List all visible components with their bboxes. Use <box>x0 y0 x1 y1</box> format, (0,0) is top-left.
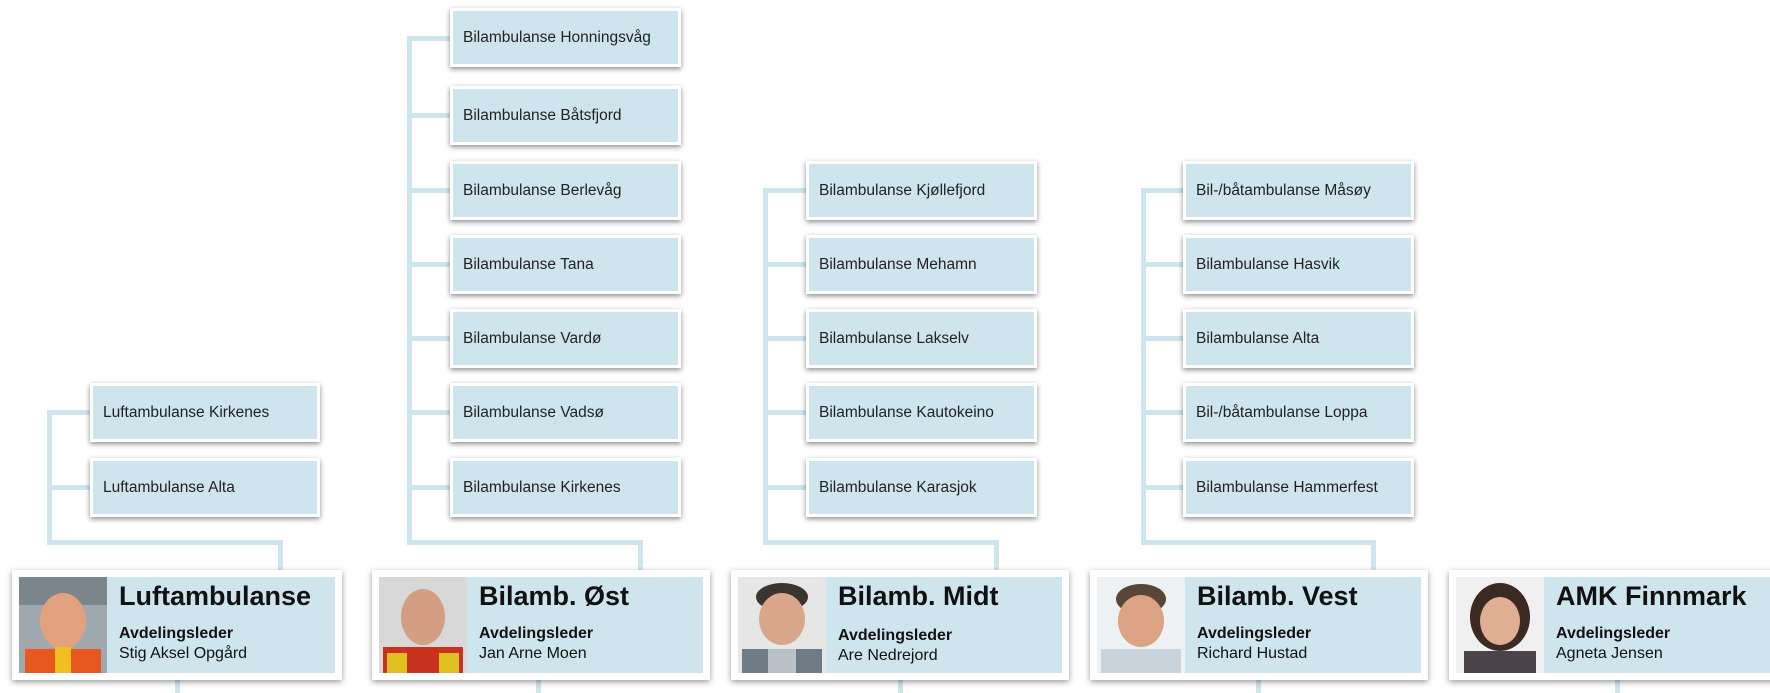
department-box-luftambulanse[interactable]: Luftambulanse Avdelingsleder Stig Aksel … <box>12 570 342 680</box>
unit-box[interactable]: Bilambulanse Alta <box>1183 309 1414 368</box>
unit-box[interactable]: Luftambulanse Alta <box>90 458 320 517</box>
unit-label: Bilambulanse Berlevåg <box>463 181 622 199</box>
leader-photo <box>1097 577 1185 673</box>
unit-box[interactable]: Bilambulanse Kirkenes <box>450 458 681 517</box>
unit-label: Luftambulanse Kirkenes <box>103 403 270 421</box>
department-title: Luftambulanse <box>119 581 312 611</box>
leader-name: Richard Hustad <box>1197 645 1308 662</box>
leader-name: Jan Arne Moen <box>479 645 587 662</box>
unit-box[interactable]: Bilambulanse Vardø <box>450 309 681 368</box>
leader-role: Avdelingsleder <box>1556 625 1671 642</box>
unit-box[interactable]: Bilambulanse Kautokeino <box>806 383 1037 442</box>
unit-label: Bil-/båtambulanse Loppa <box>1196 403 1368 421</box>
unit-label: Bilambulanse Kjøllefjord <box>819 181 986 199</box>
unit-label: Bilambulanse Hasvik <box>1196 255 1340 273</box>
unit-label: Bilambulanse Mehamn <box>819 255 977 273</box>
leader-role: Avdelingsleder <box>479 625 594 642</box>
leader-photo <box>19 577 107 673</box>
unit-label: Bilambulanse Alta <box>1196 329 1320 347</box>
leader-name: Agneta Jensen <box>1556 645 1663 662</box>
unit-box[interactable]: Bilambulanse Honningsvåg <box>450 8 681 67</box>
department-title: Bilamb. Vest <box>1197 581 1358 611</box>
unit-label: Bilambulanse Kautokeino <box>819 403 994 421</box>
unit-box[interactable]: Bilambulanse Hasvik <box>1183 235 1414 294</box>
leader-name: Are Nedrejord <box>838 647 938 664</box>
unit-label: Bilambulanse Honningsvåg <box>463 28 651 46</box>
department-title: Bilamb. Midt <box>838 581 999 611</box>
department-box-midt[interactable]: Bilamb. Midt Avdelingsleder Are Nedrejor… <box>731 570 1069 680</box>
unit-box[interactable]: Bilambulanse Tana <box>450 235 681 294</box>
unit-box[interactable]: Bilambulanse Båtsfjord <box>450 86 681 145</box>
unit-box[interactable]: Bil-/båtambulanse Måsøy <box>1183 161 1414 220</box>
leader-role: Avdelingsleder <box>1197 625 1312 642</box>
unit-box[interactable]: Bilambulanse Kjøllefjord <box>806 161 1037 220</box>
unit-box[interactable]: Luftambulanse Kirkenes <box>90 383 320 442</box>
unit-label: Bilambulanse Lakselv <box>819 329 969 347</box>
department-box-amk[interactable]: AMK Finnmark Avdelingsleder Agneta Jense… <box>1449 570 1770 680</box>
unit-label: Bilambulanse Karasjok <box>819 478 977 496</box>
unit-label: Bilambulanse Tana <box>463 255 594 273</box>
unit-label: Bilambulanse Kirkenes <box>463 478 621 496</box>
unit-label: Bil-/båtambulanse Måsøy <box>1196 181 1371 199</box>
leader-photo <box>1456 577 1544 673</box>
department-title: Bilamb. Øst <box>479 581 630 611</box>
unit-box[interactable]: Bilambulanse Hammerfest <box>1183 458 1414 517</box>
department-box-ost[interactable]: Bilamb. Øst Avdelingsleder Jan Arne Moen <box>372 570 710 680</box>
unit-box[interactable]: Bilambulanse Karasjok <box>806 458 1037 517</box>
unit-label: Bilambulanse Båtsfjord <box>463 106 622 124</box>
leader-role: Avdelingsleder <box>119 625 234 642</box>
leader-photo <box>738 577 826 673</box>
department-box-vest[interactable]: Bilamb. Vest Avdelingsleder Richard Hust… <box>1090 570 1428 680</box>
unit-label: Luftambulanse Alta <box>103 478 235 496</box>
unit-box[interactable]: Bilambulanse Lakselv <box>806 309 1037 368</box>
leader-name: Stig Aksel Opgård <box>119 645 248 662</box>
leader-photo <box>379 577 467 673</box>
leader-role: Avdelingsleder <box>838 627 953 644</box>
department-title: AMK Finnmark <box>1556 581 1747 611</box>
unit-label: Bilambulanse Hammerfest <box>1196 478 1378 496</box>
unit-label: Bilambulanse Vadsø <box>463 403 605 421</box>
unit-box[interactable]: Bilambulanse Vadsø <box>450 383 681 442</box>
unit-label: Bilambulanse Vardø <box>463 329 602 347</box>
unit-box[interactable]: Bil-/båtambulanse Loppa <box>1183 383 1414 442</box>
unit-box[interactable]: Bilambulanse Mehamn <box>806 235 1037 294</box>
unit-box[interactable]: Bilambulanse Berlevåg <box>450 161 681 220</box>
